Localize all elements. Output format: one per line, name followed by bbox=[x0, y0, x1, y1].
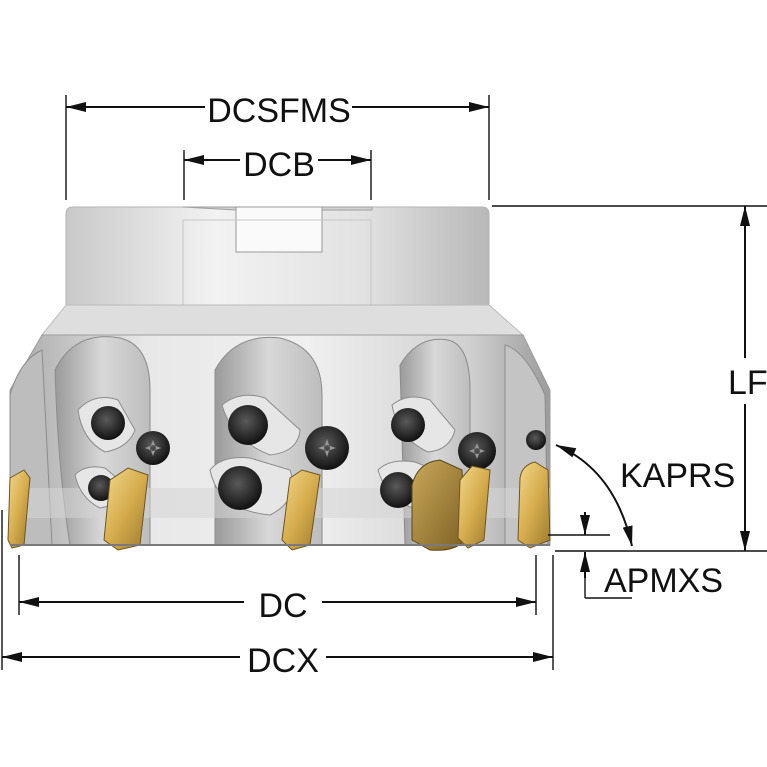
kaprs-arc bbox=[555, 444, 633, 547]
cutter-body bbox=[7, 206, 551, 551]
insert-6 bbox=[517, 461, 551, 549]
insert-4 bbox=[411, 459, 466, 551]
dc-label: DC bbox=[258, 587, 307, 625]
dcsfms-label: DCSFMS bbox=[207, 92, 351, 130]
screws bbox=[88, 405, 546, 510]
insert-5 bbox=[457, 465, 491, 549]
dcx-label: DCX bbox=[247, 642, 319, 680]
dimensions: DCSFMS DCB LF KAPRS APMXS DC DCX bbox=[1, 92, 767, 680]
kaprs-label: KAPRS bbox=[620, 457, 735, 495]
apmxs-label: APMXS bbox=[604, 562, 723, 600]
dcb-label: DCB bbox=[243, 146, 315, 184]
lf-label: LF bbox=[728, 364, 767, 402]
inserts bbox=[7, 459, 551, 551]
